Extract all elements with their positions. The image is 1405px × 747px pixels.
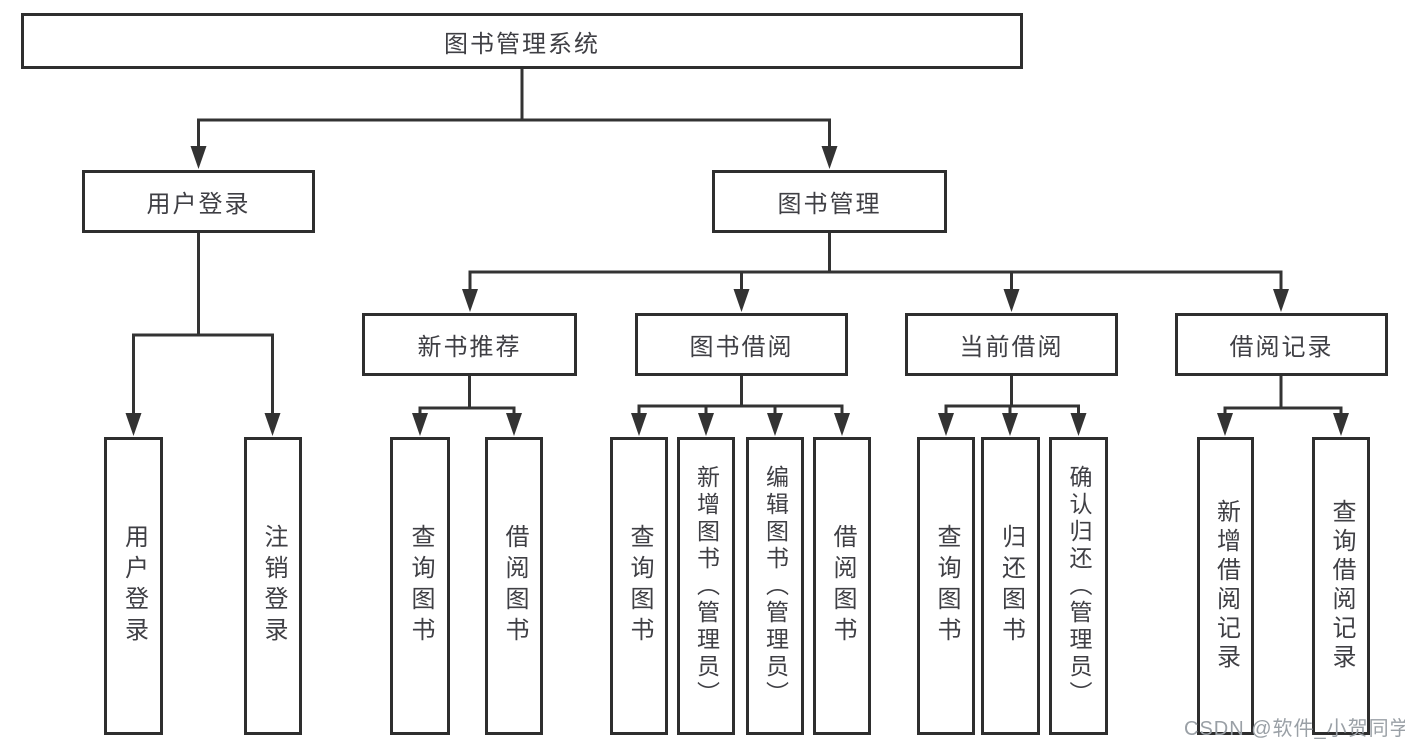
node-cb-confirm-return-admin-label: 确认归还（管理员） [1066,464,1092,708]
arrowheads-book-borrow-to-leaves [631,413,850,436]
node-leaf-logout: 注销登录 [244,437,302,735]
node-bb-borrow-book-label: 借阅图书 [829,524,856,648]
node-bb-edit-book-admin-label: 编辑图书（管理员） [762,464,789,708]
node-book-mgmt: 图书管理 [712,170,947,233]
node-root-system-label: 图书管理系统 [444,30,600,58]
node-book-mgmt-label: 图书管理 [777,191,882,218]
node-cb-return-book-label: 归还图书 [997,524,1025,648]
arrowheads-new-book-rec-to-leaves [412,413,522,436]
node-borrow-record-label: 借阅记录 [1229,334,1334,361]
connector-current-borrow-to-leaves [944,376,1080,414]
csdn-watermark: CSDN @软件_小贺同学 [1184,718,1405,740]
node-current-borrow-label: 当前借阅 [959,334,1064,361]
node-book-borrow-label: 图书借阅 [689,334,794,361]
node-borrow-record: 借阅记录 [1175,313,1388,376]
connector-book-mgmt-to-level3 [468,233,1283,290]
node-bb-add-book-admin-label: 新增图书（管理员） [693,464,720,708]
node-br-query-record-label: 查询借阅记录 [1328,499,1355,673]
node-root-system: 图书管理系统 [21,13,1023,69]
node-cb-query-book-label: 查询图书 [933,524,960,648]
node-cb-query-book: 查询图书 [917,437,975,735]
connector-borrow-record-to-leaves [1223,376,1343,414]
node-leaf-user-login-label: 用户登录 [120,524,148,648]
arrowheads-book-mgmt-to-level3 [462,289,1289,312]
node-rec-borrow-book: 借阅图书 [485,437,543,735]
node-leaf-logout-label: 注销登录 [260,524,287,648]
node-new-book-rec-label: 新书推荐 [417,334,522,361]
connector-new-book-rec-to-leaves [418,376,516,414]
connector-root-to-level2 [197,69,831,147]
node-rec-query-book: 查询图书 [390,437,450,735]
node-user-login-label: 用户登录 [146,191,251,218]
node-br-add-record-label: 新增借阅记录 [1212,499,1240,673]
node-bb-query-book-label: 查询图书 [626,524,653,648]
node-bb-edit-book-admin: 编辑图书（管理员） [746,437,804,735]
node-bb-borrow-book: 借阅图书 [813,437,871,735]
arrowheads-current-borrow-to-leaves [938,413,1087,436]
node-new-book-rec: 新书推荐 [362,313,577,376]
node-rec-query-book-label: 查询图书 [407,524,434,648]
node-rec-borrow-book-label: 借阅图书 [501,524,528,648]
arrowheads-user-login-to-leaves [125,413,281,436]
node-user-login: 用户登录 [82,170,315,233]
arrowheads-root-to-level2 [190,146,838,169]
node-br-add-record: 新增借阅记录 [1197,437,1254,735]
connector-book-borrow-to-leaves [637,376,844,414]
node-br-query-record: 查询借阅记录 [1312,437,1370,735]
node-bb-query-book: 查询图书 [610,437,668,735]
node-book-borrow: 图书借阅 [635,313,848,376]
node-bb-add-book-admin: 新增图书（管理员） [677,437,735,735]
node-cb-confirm-return-admin: 确认归还（管理员） [1049,437,1108,735]
connector-user-login-to-leaves [132,233,274,414]
node-current-borrow: 当前借阅 [905,313,1118,376]
node-cb-return-book: 归还图书 [981,437,1040,735]
node-leaf-user-login: 用户登录 [104,437,163,735]
arrowheads-borrow-record-to-leaves [1217,413,1349,436]
